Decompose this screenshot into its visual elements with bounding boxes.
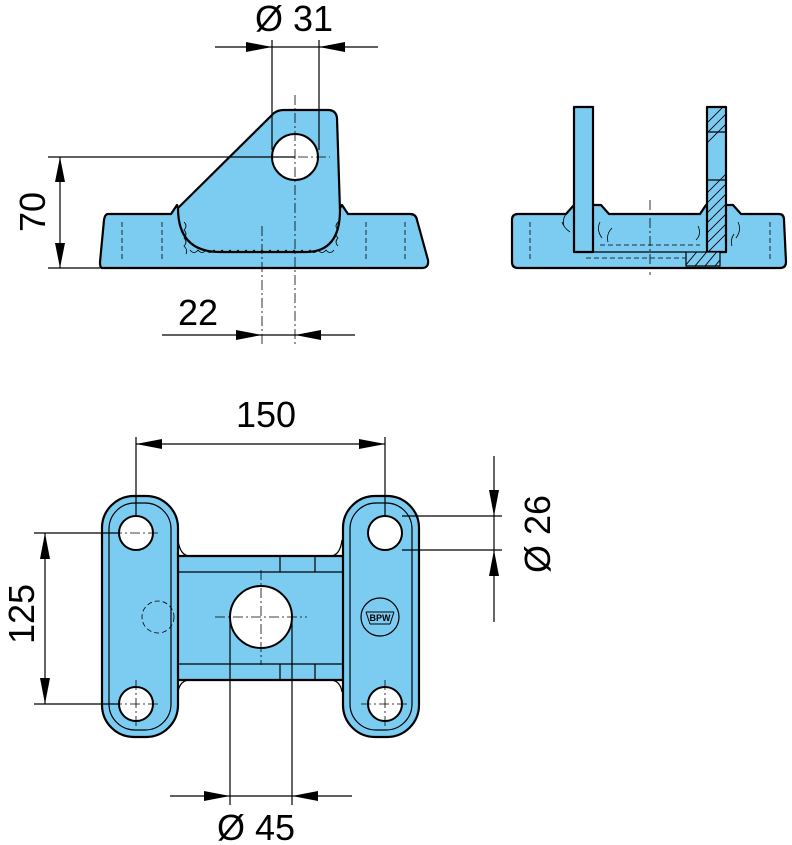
- end-view-rib-section-hatch: [707, 107, 726, 252]
- end-view-left-rib: [572, 105, 595, 254]
- top-view-hole-top-right: [367, 515, 403, 551]
- dim-side-hole-diameter: Ø 31: [215, 0, 378, 150]
- label-top-hole-spacing-y: 125: [1, 584, 42, 644]
- label-corner-hole-diameter: Ø 26: [517, 495, 558, 573]
- label-side-height: 70: [12, 192, 53, 232]
- end-view: [510, 105, 788, 275]
- side-view-lug-plate: [176, 108, 342, 254]
- end-view-weld-seam: [561, 213, 740, 247]
- top-view: BPW: [100, 494, 421, 739]
- dim-top-hole-spacing-y: 125: [1, 532, 119, 705]
- label-side-hole-diameter: Ø 31: [255, 0, 333, 39]
- dim-corner-hole-diameter: Ø 26: [402, 456, 558, 622]
- top-view-fillet: [177, 539, 343, 693]
- label-top-hole-spacing-x: 150: [236, 394, 296, 435]
- end-view-base-section: [685, 251, 721, 267]
- side-view: [98, 95, 430, 345]
- dim-top-hole-spacing-x: 150: [135, 394, 386, 516]
- label-side-offset: 22: [178, 292, 218, 333]
- top-view-left-bar: [100, 494, 180, 739]
- top-view-right-bar: [341, 494, 421, 739]
- dim-center-hole-diameter: Ø 45: [170, 617, 352, 845]
- bpw-logo: BPW: [360, 597, 400, 637]
- end-view-base-plate: [510, 203, 788, 270]
- dim-side-offset: 22: [162, 292, 355, 340]
- bpw-logo-text: BPW: [370, 613, 392, 623]
- dim-side-height: 70: [12, 156, 295, 269]
- label-center-hole-diameter: Ø 45: [217, 807, 295, 845]
- top-view-hidden-circle: [141, 600, 175, 634]
